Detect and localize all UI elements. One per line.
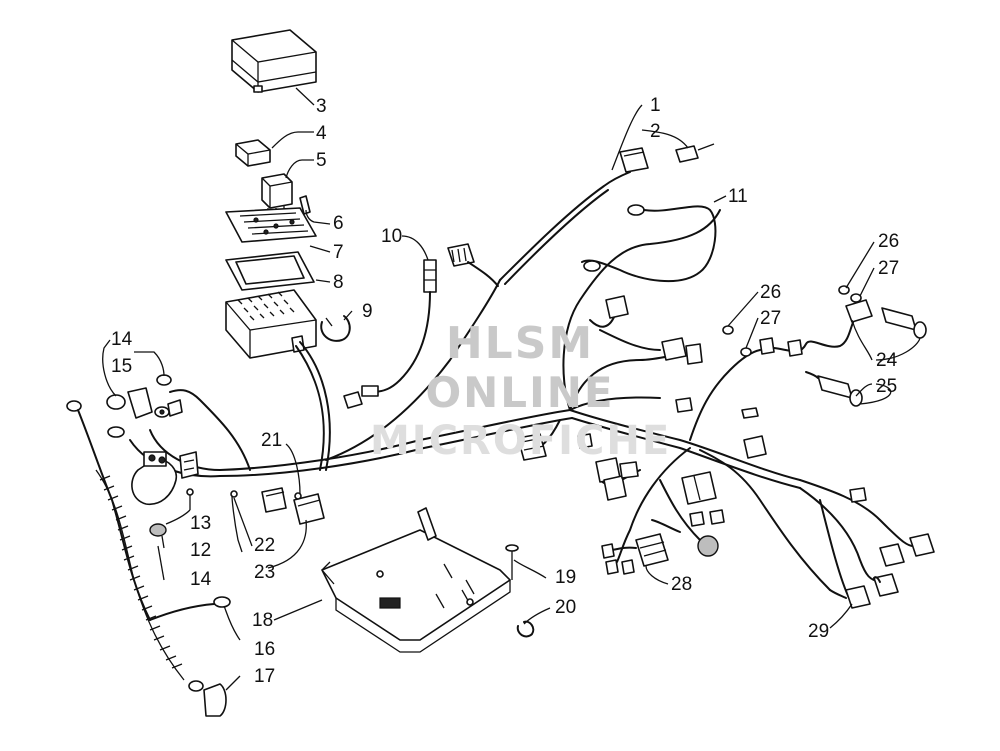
callout-9: 9: [362, 301, 373, 322]
callout-8: 8: [333, 272, 344, 293]
watermark-line-3: MICROFICHE: [370, 418, 672, 464]
fuse-box-gasket: [225, 251, 315, 291]
battery-cables: [66, 400, 231, 717]
callout-27a: 27: [760, 308, 782, 329]
fuse: [299, 195, 311, 215]
bolt-19: [505, 544, 519, 580]
starter-solenoid: [131, 451, 199, 537]
callout-21: 21: [261, 430, 283, 451]
harness-connectors: [343, 143, 867, 527]
relay-small: [235, 139, 271, 167]
callout-27b: 27: [878, 258, 900, 279]
callout-3: 3: [316, 96, 327, 117]
callout-14b: 14: [190, 569, 212, 590]
callout-11: 11: [728, 186, 748, 207]
fuse-box-base: [225, 289, 317, 359]
sensors-right: [722, 285, 927, 407]
fuse-board: [225, 207, 317, 243]
callout-12: 12: [190, 540, 212, 561]
watermark-line-1: HLSM: [445, 318, 595, 369]
callout-15: 15: [111, 356, 133, 377]
callout-26a: 26: [760, 282, 782, 303]
sensor-10: [361, 259, 437, 397]
callout-6: 6: [333, 213, 344, 234]
connector-cluster-28: [601, 519, 719, 575]
ground-cable-11: [581, 204, 717, 283]
connectors-22-23: [230, 487, 325, 525]
callout-17: 17: [254, 666, 276, 687]
callout-16: 16: [254, 639, 276, 660]
mounting-plate: [321, 507, 511, 653]
callout-2: 2: [650, 121, 661, 142]
callout-19: 19: [555, 567, 577, 588]
leader-lines: [102, 87, 921, 691]
terminal-boots: [106, 374, 183, 438]
callout-22: 22: [254, 535, 276, 556]
clip-20: [516, 620, 535, 638]
callout-13: 13: [190, 513, 212, 534]
callout-18: 18: [252, 610, 274, 631]
clamp-ring: [320, 315, 351, 342]
callout-28: 28: [671, 574, 693, 595]
callout-1: 1: [650, 95, 661, 116]
callout-24: 24: [876, 350, 898, 371]
watermark-line-2: ONLINE: [425, 368, 615, 417]
callout-20: 20: [555, 597, 577, 618]
callout-25: 25: [876, 376, 898, 397]
callout-14a: 14: [111, 329, 133, 350]
callout-4: 4: [316, 123, 327, 144]
connector-group-29: [829, 533, 935, 609]
callout-5: 5: [316, 150, 327, 171]
callout-23: 23: [254, 562, 276, 583]
callout-26b: 26: [878, 231, 900, 252]
callout-29: 29: [808, 621, 830, 642]
fuse-box-cover: [231, 29, 317, 93]
callout-7: 7: [333, 242, 344, 263]
callout-10: 10: [381, 226, 403, 247]
